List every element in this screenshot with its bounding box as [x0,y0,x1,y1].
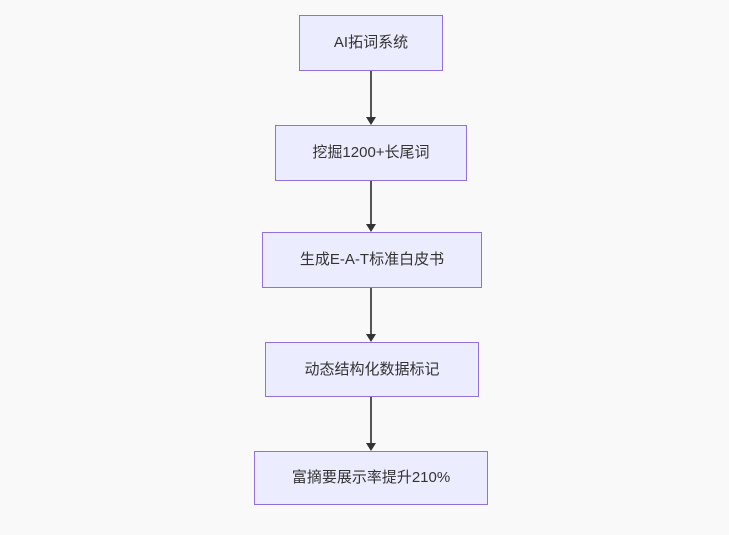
flow-node-label: 富摘要展示率提升210% [291,469,451,486]
flow-node-step-1: AI拓词系统 [299,15,443,71]
flow-edge-line-1 [370,71,372,117]
arrow-down-icon [366,334,376,342]
flow-node-label: 挖掘1200+长尾词 [312,144,430,161]
flow-edge-line-3 [370,288,372,334]
flow-node-step-3: 生成E-A-T标准白皮书 [262,232,482,288]
flow-node-label: 生成E-A-T标准白皮书 [299,251,445,268]
flow-node-label: 动态结构化数据标记 [304,360,440,378]
flow-node-step-5: 富摘要展示率提升210% [254,451,488,505]
flow-node-label: AI拓词系统 [333,34,409,51]
arrow-down-icon [366,443,376,451]
flow-node-step-4: 动态结构化数据标记 [265,342,479,397]
flow-edge-line-4 [370,397,372,443]
arrow-down-icon [366,117,376,125]
flow-node-step-2: 挖掘1200+长尾词 [275,125,467,181]
flow-edge-line-2 [370,181,372,224]
arrow-down-icon [366,224,376,232]
